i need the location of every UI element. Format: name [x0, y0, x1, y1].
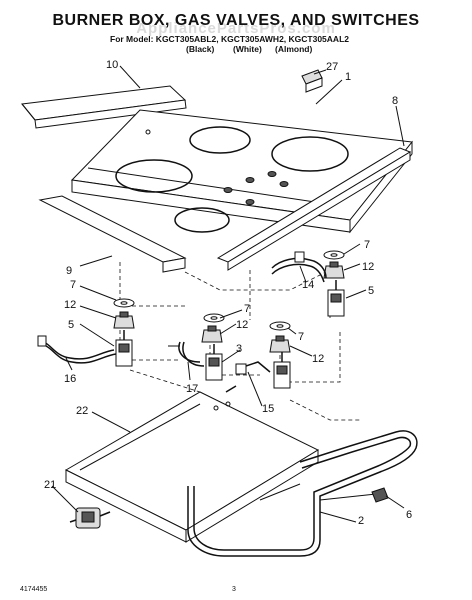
model-line: For Model: KGCT305ABL2, KGCT305AWH2, KGC…: [110, 34, 349, 44]
gas-valve-parts: [115, 280, 345, 389]
callout-3: 3: [236, 343, 242, 355]
callout-12-right: 12: [362, 261, 374, 273]
orifice-part: [371, 487, 389, 503]
switch-parts: [113, 261, 345, 353]
callout-16: 16: [64, 373, 76, 385]
callout-12-lower: 12: [312, 353, 324, 365]
main-gas-tube-part: [187, 430, 418, 557]
callout-7-left: 7: [70, 279, 76, 291]
front-trim-part: [38, 195, 187, 273]
callout-22: 22: [76, 405, 88, 417]
callout-10: 10: [106, 59, 118, 71]
callout-7-right: 7: [364, 239, 370, 251]
color-black-label: (Black): [186, 44, 215, 54]
callout-9: 9: [66, 265, 72, 277]
gas-tube-parts: [37, 251, 327, 367]
manifold-tube-part: [225, 361, 271, 393]
callout-21: 21: [44, 479, 56, 491]
diagram-title: BURNER BOX, GAS VALVES, AND SWITCHES: [52, 12, 420, 29]
color-almond-label: (Almond): [275, 44, 313, 54]
assembly-guide-lines: [119, 262, 360, 421]
callout-2: 2: [358, 515, 364, 527]
callout-15: 15: [262, 403, 274, 415]
callout-labels: 1 2 3 5 5 6 7 7 7 7 8 9 10 12 12 12 12 1…: [44, 59, 412, 527]
burner-box-part: [64, 391, 320, 543]
callout-5-left: 5: [68, 319, 74, 331]
document-number: 4174455: [20, 586, 48, 593]
callout-27: 27: [326, 61, 338, 73]
regulator-part: [69, 507, 111, 529]
callout-7-center: 7: [244, 303, 250, 315]
callout-8: 8: [392, 95, 398, 107]
callout-5-right: 5: [368, 285, 374, 297]
callout-12-left: 12: [64, 299, 76, 311]
callout-17: 17: [186, 383, 198, 395]
leader-lines: [51, 65, 405, 523]
callout-7-lower: 7: [298, 331, 304, 343]
color-white-label: (White): [233, 44, 262, 54]
washer-parts: [113, 250, 345, 331]
callout-12-center: 12: [236, 319, 248, 331]
page-number: 3: [232, 586, 236, 593]
side-trim-part: [216, 147, 412, 271]
rear-trim-part: [21, 85, 187, 129]
watermark: AppliancePartsPros.com: [136, 20, 336, 37]
callout-1: 1: [345, 71, 351, 83]
callout-14: 14: [302, 279, 314, 291]
callout-6: 6: [406, 509, 412, 521]
hinge-part: [301, 69, 323, 93]
